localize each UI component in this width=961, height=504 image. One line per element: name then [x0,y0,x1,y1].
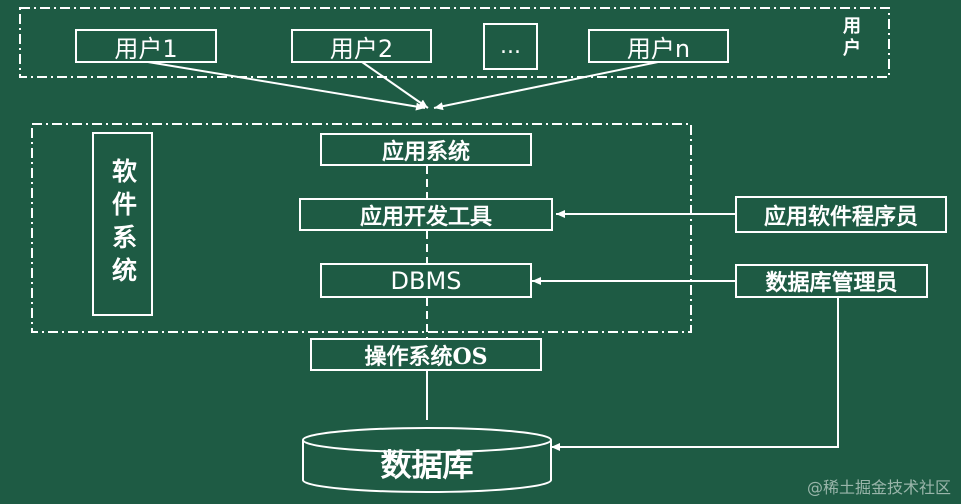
os-label: 操作系统OS [364,343,488,370]
user-label-ellipsis: ... [500,34,521,59]
app-programmer-box: 应用软件程序员 [735,196,947,233]
software-system-label: 软件系统 [108,158,138,290]
database-cylinder [302,427,552,493]
arrow-dba-to-database [551,298,839,451]
user-box-1: 用户1 [75,29,217,63]
app-system-box: 应用系统 [320,133,532,166]
user-box-n: 用户n [588,29,729,63]
os-box: 操作系统OS [310,338,542,371]
user-label-2: 用户2 [329,34,394,63]
user-label-n: 用户n [626,34,691,63]
watermark: @稀土掘金技术社区 [806,478,951,497]
user-label-1: 用户1 [114,34,178,63]
software-group-frame [31,123,692,333]
app-programmer-label: 应用软件程序员 [763,203,918,230]
app-system-label: 应用系统 [381,138,470,165]
users-group-label: 用户 [840,16,861,60]
dba-label: 数据库管理员 [765,270,898,296]
dbms-box: DBMS [320,263,532,298]
users-group-frame [19,7,890,78]
dev-tools-box: 应用开发工具 [299,198,553,231]
dba-box: 数据库管理员 [735,264,928,298]
arrow-user2 [361,61,429,109]
user-box-2: 用户2 [291,29,432,63]
software-system-box: 软件系统 [92,132,153,316]
database-label: 数据库 [380,448,474,484]
user-box-ellipsis: ... [483,23,538,70]
dev-tools-label: 应用开发工具 [359,203,492,230]
arrow-usern [433,61,659,111]
dbms-label: DBMS [390,266,462,295]
arrow-user1 [147,61,426,111]
